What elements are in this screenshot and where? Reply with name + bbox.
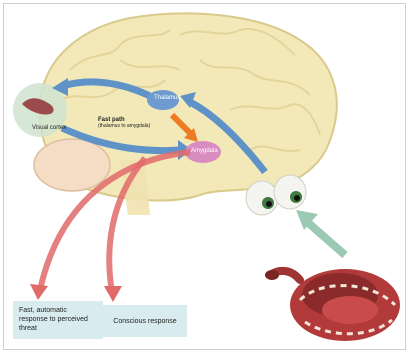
thalamus-label: Thalamus — [154, 95, 180, 101]
amygdala-label: Amygdala — [191, 148, 218, 154]
fast-path-label: Fast path (thalamus to amygdala) — [98, 117, 150, 129]
snake-to-eyes-arrow — [305, 220, 345, 255]
cerebellum — [34, 139, 110, 191]
fast-response-box: Fast, automatic response to perceived th… — [13, 301, 103, 339]
conscious-response-box: Conscious response — [103, 305, 187, 337]
fast-path-subtitle: (thalamus to amygdala) — [98, 123, 150, 129]
fast-response-arrowhead — [30, 284, 48, 300]
visual-cortex-label: Visual cortex — [32, 125, 66, 131]
conscious-response-arrowhead — [104, 286, 122, 302]
coiled-snake — [265, 269, 400, 341]
